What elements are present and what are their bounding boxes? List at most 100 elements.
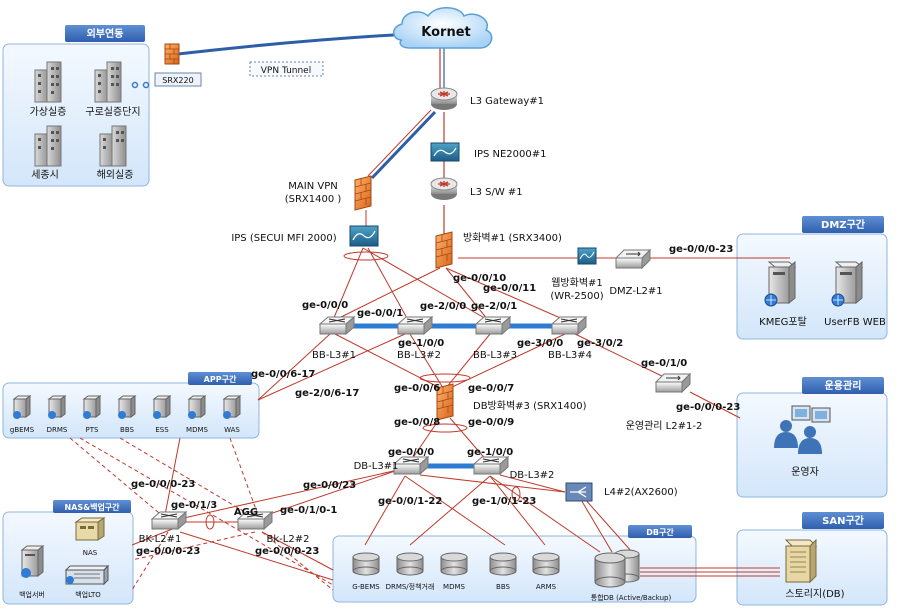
port-label: ge-2/0/1 [471,301,517,312]
building-icon [99,125,127,167]
zone-label-dmz: DMZ구간 [821,218,866,231]
backup-server: 백업서버 [19,544,45,599]
storage-icon [784,538,818,584]
l3-switch-icon [550,315,588,336]
zone-label-san: SAN구간 [822,514,865,527]
app-server-3: BBS [117,395,137,434]
database-icon [396,552,424,576]
db-server-label: G-BEMS [352,583,380,591]
server-icon [831,260,864,307]
dmz-server-label: UserFB WEB [824,317,886,328]
nas-device: NAS [74,517,106,557]
port-label: ge-0/0/6-17 [251,369,315,380]
l3-switch-icon [474,315,512,336]
port-label: ge-0/0/0-23 [136,546,200,557]
db-firewall: DB방화벽#3 (SRX1400) [436,383,587,421]
port-label: ge-0/0/0-23 [676,402,740,413]
firewall-icon [164,43,180,65]
srx220-firewall: SRX220 [154,43,202,87]
zone-label-nas: NAS&백업구간 [64,502,120,512]
port-label: ge-0/0/0-23 [131,479,195,490]
db-l3-1: DB-L3#1 [354,455,430,476]
main-vpn: MAIN VPN (SRX1400 ) [285,175,372,211]
server-icon [222,395,242,419]
port-label: ge-3/0/0 [517,338,563,349]
ips-ne2000-label: IPS NE2000#1 [474,149,547,160]
app-server-1: DRMS [47,395,68,434]
external-site-3: 해외실증 [97,125,133,181]
kornet-cloud: Kornet [393,7,493,49]
external-site-1: 구로실증단지 [85,61,141,118]
port-label: ge-0/0/11 [483,283,536,294]
ips-secui: IPS (SECUI MFI 2000) [231,225,379,247]
port-label: ge-1/0/1-23 [472,496,536,507]
agg-switch: AGG [234,507,274,531]
port-label: ge-0/0/0 [388,447,434,458]
dmz-server-1: UserFB WEB [824,260,886,328]
site-label: 세종시 [31,169,59,181]
bb-l3-1: BB-L3#1 [312,315,356,361]
web-firewall-model: (WR-2500) [550,291,603,302]
dmz-l2-label: DMZ-L2#1 [609,286,662,297]
port-label: ge-0/0/10 [453,273,506,284]
dmz-server-label: KMEG포탈 [759,315,807,328]
firewall-icon [435,231,453,269]
port-label: ge-1/0/0 [467,447,513,458]
port-label: ge-2/0/0 [420,301,466,312]
zone-label-db: DB구간 [646,527,674,537]
db-server-2: MDMS [440,552,468,591]
bb-l3-4-label: BB-L3#4 [548,350,592,361]
nas-label: NAS [83,549,98,557]
kornet-label: Kornet [421,25,470,40]
firewall-icon [354,175,372,211]
port-label: ge-0/0/7 [468,383,514,394]
zone-label-app: APP구간 [204,374,237,384]
router-icon [430,87,458,110]
app-server-6: WAS [222,395,242,434]
bb-l3-4: BB-L3#4 [548,315,592,361]
l3-gateway-label: L3 Gateway#1 [470,96,544,107]
zone-label-external: 외부연동 [87,27,124,40]
app-server-label: MDMS [186,426,208,434]
ops-operator: 운영자 [774,405,831,478]
firewall-icon [436,383,454,421]
db-integrated: 통합DB (Active/Backup) [591,549,672,602]
srx220-label: SRX220 [162,76,193,85]
bb-l3-2: BB-L3#2 [396,315,441,361]
dmz-l2-switch: DMZ-L2#1 [609,248,663,297]
agg-label: AGG [234,507,258,518]
app-server-2: PTS [82,395,102,434]
l3-switch-icon [396,315,434,336]
port-label: ge-0/1/0 [641,358,687,369]
server-icon [47,395,67,419]
db-l3-1-label: DB-L3#1 [354,461,399,472]
db-server-label: MDMS [443,583,465,591]
site-label: 가상실증 [30,106,67,118]
bk-l2-1-label: BK-L2#1 [139,534,182,545]
app-server-label: WAS [224,426,240,434]
ellipsis-dots [131,81,150,89]
bb-l3-1-label: BB-L3#1 [312,350,356,361]
port-label: ge-1/0/0 [398,338,444,349]
db-integrated-label: 통합DB (Active/Backup) [591,593,672,602]
app-server-label: PTS [86,426,99,434]
backup-lto: 백업LTO [64,564,110,599]
db-server-label: BBS [496,583,510,591]
building-icon [34,61,62,103]
bb-l3-2-label: BB-L3#2 [397,350,441,361]
ops-operator-label: 운영자 [791,466,819,478]
ips-icon [430,142,460,162]
l3-gateway: L3 Gateway#1 [430,87,544,110]
port-labels: ge-0/0/0-23 ge-0/0/10 ge-0/0/11 ge-0/0/0… [131,244,740,557]
ops-l2-switch: 운영관리 L2#1-2 [626,372,702,432]
router-icon [430,177,458,200]
app-server-label: ESS [155,426,169,434]
app-server-label: DRMS [47,426,68,434]
switch-icon [614,248,652,270]
app-server-0: gBEMS [10,395,35,434]
database-icon [440,552,468,576]
bb-l3-3-label: BB-L3#3 [473,350,517,361]
vpn-tunnel-label: VPN Tunnel [261,66,311,76]
main-vpn-model: (SRX1400 ) [285,194,342,205]
firewall-1-label: 방화벽#1 (SRX3400) [463,232,562,244]
